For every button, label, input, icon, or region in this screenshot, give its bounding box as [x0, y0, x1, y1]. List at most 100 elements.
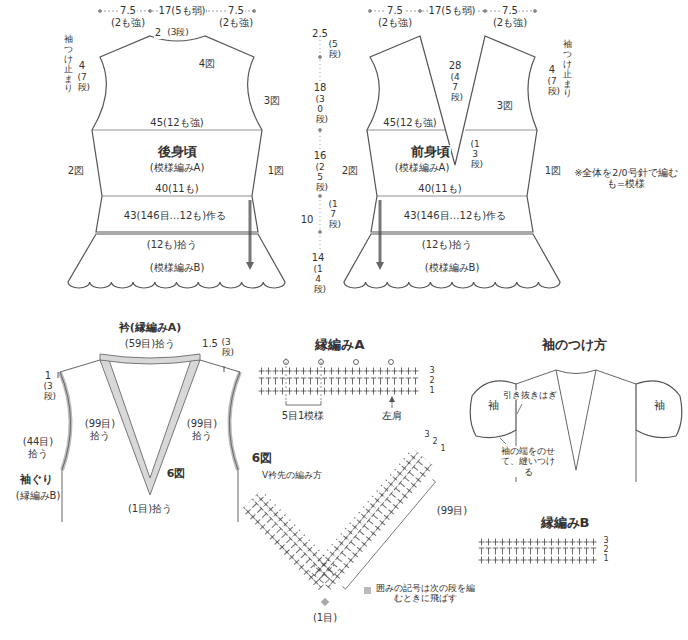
piece-outline	[68, 234, 285, 288]
sleeve-attach-diagram	[500, 404, 522, 444]
dimension-label: 1	[428, 386, 435, 395]
edging-b-chart	[478, 538, 597, 547]
edging-b-chart	[478, 547, 597, 556]
dimension-label: 2	[154, 27, 162, 39]
dimension-label: 左肩	[381, 410, 403, 422]
dimension-label: (1目)	[312, 612, 338, 624]
piece-outline	[88, 30, 266, 236]
stitch-pattern-name: (模様編みB)	[149, 262, 206, 274]
dimension-label: 10	[300, 214, 315, 226]
dimension-label: 1図	[267, 165, 285, 177]
dimension-label: (3段)	[222, 338, 231, 358]
dimension-label: 2図	[341, 165, 359, 177]
edging-a-chart	[392, 399, 393, 408]
dimension-label: 4	[548, 64, 556, 76]
edging-b-chart	[478, 556, 597, 565]
dimension-label: 1	[44, 370, 52, 382]
dimension-label: 4	[78, 60, 86, 72]
dimension-label: (12も)拾う	[421, 239, 474, 251]
dimension-label: 2.5	[311, 28, 329, 40]
dimension-label: 1.5	[201, 338, 219, 350]
dimension-label: 2	[602, 545, 609, 554]
v-neck-chart	[248, 497, 332, 584]
dimension-label: V衿先の編み方	[261, 470, 323, 480]
edging-a-chart	[258, 367, 419, 376]
top-dimension-lines	[149, 10, 152, 13]
dimension-label: (2も強)	[110, 17, 146, 29]
dimension-label: (2も強)	[218, 17, 254, 29]
dimension-label: 3	[602, 536, 609, 545]
v-neck-chart	[342, 479, 435, 589]
stitch-pattern-name: 袖	[653, 400, 666, 413]
dimension-label: 引き抜きはぎ	[502, 390, 558, 400]
dimension-label: 2	[431, 437, 438, 446]
dimension-label: 14	[311, 252, 326, 264]
piece-name: 前身頃	[410, 145, 451, 160]
section-heading: 6図	[251, 452, 273, 466]
piece-name: 後身頃	[157, 145, 198, 160]
v-neck-chart	[255, 490, 339, 577]
sleeve-piece: 袖	[632, 372, 686, 444]
sleeve-piece: 袖	[466, 372, 520, 444]
section-heading: 袖ぐり	[19, 474, 54, 487]
edging-a-chart	[258, 367, 419, 376]
width-dimension-lines	[92, 130, 537, 196]
v-neck-chart	[241, 448, 443, 606]
dimension-label: (99目)	[436, 505, 469, 517]
dimension-label: (14段)	[314, 265, 323, 295]
dimension-label: 3図	[263, 95, 281, 107]
dimension-label: (7段)	[78, 73, 87, 93]
top-dimension-lines	[484, 10, 487, 13]
dimension-label: 1	[439, 444, 446, 453]
collar-diagram	[60, 360, 240, 522]
dimension-label: 40(11も)	[417, 183, 462, 195]
dimension-label: 7.5	[501, 5, 519, 17]
v-neck-chart	[324, 461, 434, 590]
top-dimension-lines	[253, 10, 256, 13]
edging-a-chart	[258, 377, 419, 386]
top-dimension-lines	[419, 10, 422, 13]
pickup-arrows	[379, 200, 382, 266]
dimension-label: ※全体を2/0号針で編む も=模様	[567, 168, 685, 190]
dimension-label: (44目) 拾う	[17, 436, 59, 459]
dimension-label: 28	[448, 60, 463, 72]
v-neck-chart	[364, 587, 371, 594]
dimension-label: 囲みの記号は次の段を編むときに飛ばす	[371, 584, 479, 604]
dimension-label: 40(11も)	[154, 183, 199, 195]
dimension-label: 18	[313, 82, 328, 94]
back-body-piece: 後身頃(模様編みA)	[88, 30, 266, 236]
dimension-label: 7.5	[227, 5, 245, 17]
piece-outline	[344, 234, 560, 288]
collar-diagram	[58, 366, 224, 378]
piece-outline	[367, 36, 537, 232]
dimension-label: 17(5も弱)	[158, 5, 207, 17]
dimension-label: (7段)	[548, 77, 557, 97]
dimension-label: (2も強)	[492, 17, 528, 29]
width-dimension-lines	[92, 130, 537, 196]
edging-b-chart	[478, 556, 597, 565]
dimension-label: (30段)	[316, 95, 325, 125]
dimension-label: (17段)	[329, 200, 338, 230]
height-dimension-column	[319, 129, 322, 132]
dimension-label: 43(146目…12も)作る	[123, 210, 227, 222]
dimension-label: (59目)拾う	[124, 338, 177, 350]
height-dimension-column	[319, 56, 322, 59]
dimension-label: 1図	[544, 165, 562, 177]
dimension-label: 2	[428, 376, 435, 385]
dimension-label: 3	[428, 366, 435, 375]
stitch-pattern-name: 袖	[487, 400, 500, 413]
edging-a-chart	[258, 387, 419, 396]
dimension-label: (1目)拾う	[127, 503, 173, 515]
edging-a-chart	[284, 358, 394, 408]
piece-outline	[636, 381, 682, 438]
dimension-label: 16	[313, 150, 328, 162]
dimension-label: (3段)	[166, 27, 190, 37]
dimension-label: (13段)	[471, 140, 480, 170]
dimension-label: (2も強)	[377, 17, 413, 29]
section-heading: 6図	[166, 468, 187, 481]
edging-a-chart	[389, 360, 394, 365]
dimension-label: 45(12も強)	[149, 117, 204, 129]
stitch-pattern-name: (模様編みB)	[424, 262, 481, 274]
